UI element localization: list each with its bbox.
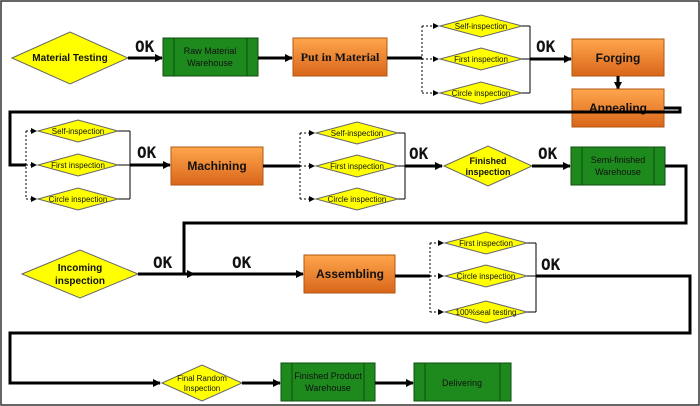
semi-finished-warehouse-box: Semi-finished Warehouse (570, 146, 666, 186)
inspection-group-2: Self-inspection First inspection Circle … (25, 119, 131, 211)
machining-box: Machining (170, 146, 264, 186)
material-testing-diamond: Material Testing (10, 31, 130, 85)
return-line-2 (182, 164, 688, 274)
node-label: Circle inspection (452, 89, 511, 98)
node-label: First inspection (454, 55, 508, 64)
final-random-inspection-diamond: Final Random Inspection (160, 364, 244, 402)
node-label: Machining (187, 159, 246, 173)
assembling-box: Assembling (303, 254, 396, 294)
ok-label: OK (135, 37, 155, 56)
ok-label: OK (536, 37, 556, 56)
node-label: Circle inspection (49, 195, 108, 204)
incoming-inspection-diamond: Incoming inspection (20, 249, 140, 299)
node-label: Self-inspection (331, 129, 383, 138)
node-label: inspection (465, 167, 510, 177)
node-label: Finished (469, 156, 506, 166)
node-label: Raw Material (184, 46, 237, 56)
node-label: Put in Material (301, 50, 380, 64)
node-label: Self-inspection (455, 22, 507, 31)
finished-inspection-diamond: Finished inspection (442, 145, 534, 187)
node-label: Forging (596, 51, 641, 65)
node-label: Final Random (177, 374, 227, 383)
inspection-group-4: First inspection Circle inspection 100%s… (429, 231, 537, 324)
node-label: inspection (55, 276, 105, 287)
inspection-group-1: Self-inspection First inspection Circle … (421, 14, 531, 105)
ok-label: OK (538, 144, 558, 163)
forging-box: Forging (571, 38, 665, 77)
return-line-3 (8, 274, 692, 387)
node-label: Self-inspection (52, 127, 104, 136)
node-label: Circle inspection (328, 195, 387, 204)
node-label: First inspection (51, 161, 105, 170)
node-label: Delivering (442, 378, 482, 388)
node-label: Material Testing (32, 53, 107, 64)
annealing-box: Annealing (571, 88, 665, 128)
node-label: Incoming (58, 263, 102, 274)
node-label: First inspection (330, 162, 384, 171)
node-label: Circle inspection (457, 272, 516, 281)
ok-label: OK (153, 253, 173, 272)
inspection-group-3: Self-inspection First inspection Circle … (299, 121, 406, 211)
delivering-box: Delivering (413, 362, 512, 402)
node-label: Assembling (316, 267, 384, 281)
ok-label: OK (232, 253, 252, 272)
node-label: First inspection (459, 239, 513, 248)
node-label: Warehouse (595, 167, 641, 177)
ok-label: OK (137, 143, 157, 162)
node-label: Warehouse (305, 383, 351, 393)
node-label: Inspection (184, 384, 220, 393)
put-in-material-box: Put in Material (292, 37, 388, 77)
return-line-1 (8, 106, 682, 167)
node-label: Finished Product (294, 371, 362, 381)
finished-product-warehouse-box: Finished Product Warehouse (280, 362, 376, 402)
ok-label: OK (409, 144, 429, 163)
node-label: Semi-finished (591, 155, 646, 165)
node-label: 100%seal testing (456, 308, 517, 317)
node-label: Warehouse (187, 58, 233, 68)
raw-material-warehouse-box: Raw Material Warehouse (162, 37, 259, 77)
ok-label: OK (541, 255, 561, 274)
